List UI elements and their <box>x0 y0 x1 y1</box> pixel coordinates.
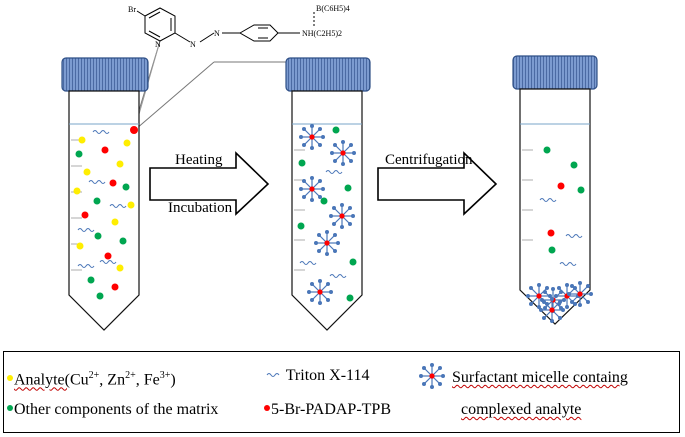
tube-initial-contents <box>73 126 138 300</box>
azo-n1-label: N <box>190 40 196 49</box>
tube-centrifuged-contents <box>525 146 594 324</box>
tube-incubated <box>285 57 371 331</box>
ring-n-label: N <box>155 40 161 49</box>
reagent-dot-icon <box>264 405 270 411</box>
legend-micelle-line2: complexed analyte <box>461 401 582 418</box>
legend-other: Other components of the matrix <box>7 401 218 419</box>
arrow-heating <box>149 151 270 216</box>
step-incubation-label: Incubation <box>168 200 233 216</box>
analyte-dot-icon <box>7 375 13 382</box>
bromo-label: Br <box>128 5 136 14</box>
extraction-scheme: Br N N N B(C6H5)4 NH(C2H5)2 <box>61 4 598 331</box>
legend-micelle: Surfactant micelle containg <box>416 360 628 392</box>
step-heating-label: Heating <box>175 152 223 168</box>
tube-incubated-contents <box>297 123 357 306</box>
arrow-centrifugation <box>377 151 498 216</box>
other-dot-icon <box>7 405 13 411</box>
surfactant-squiggle-icon <box>266 373 280 377</box>
legend: Analyte(Cu2+, Zn2+, Fe3+) Other componen… <box>3 351 680 433</box>
step-centrifugation-label: Centrifugation <box>385 152 473 168</box>
legend-analyte: Analyte(Cu2+, Zn2+, Fe3+) <box>7 367 176 389</box>
azo-n2-label: N <box>214 29 220 38</box>
legend-reagent: 5-Br-PADAP-TPB <box>264 401 391 419</box>
legend-triton: Triton X-114 <box>266 367 369 385</box>
tube-initial <box>61 57 149 331</box>
counter-ion-label: B(C6H5)4 <box>316 4 350 13</box>
amine-label: NH(C2H5)2 <box>302 29 342 38</box>
micelle-icon <box>418 362 446 390</box>
